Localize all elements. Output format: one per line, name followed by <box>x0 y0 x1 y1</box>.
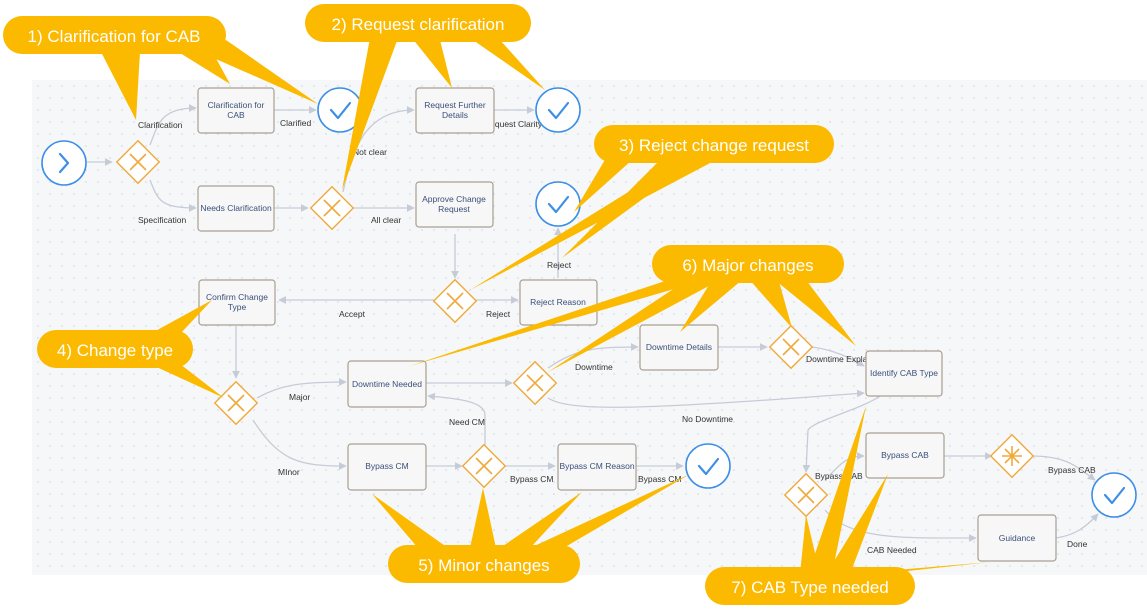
task-clarification-for-cab[interactable]: Clarification for CAB <box>197 87 275 134</box>
edge-gw1-to-needs-clarification <box>149 179 197 212</box>
callout-1-text: 1) Clarification for CAB <box>28 27 201 46</box>
label-downtime: Downtime <box>575 362 613 372</box>
label-bypass-cm-1: Bypass CM <box>510 474 553 484</box>
task-bypass-cm[interactable]: Bypass CM <box>347 443 427 491</box>
label-need-cm: Need CM <box>449 417 485 427</box>
callout-3: 3) Reject change request <box>470 125 834 290</box>
task-label: Bypass CAB <box>881 450 929 460</box>
tasks: Clarification for CAB Request Further De… <box>197 87 1057 562</box>
label-request-clarity: Request Clarity <box>484 119 543 129</box>
task-label: Identify CAB Type <box>870 368 938 378</box>
edge-guidance-to-end5 <box>1055 513 1099 539</box>
task-request-further-details[interactable]: Request Further Details <box>415 87 495 134</box>
end-event-check-icon[interactable] <box>1091 472 1137 518</box>
label-bypass-cab-1: Bypass CAB <box>815 471 863 481</box>
callout-4-text: 4) Change type <box>57 341 173 360</box>
edge-gw7-to-downtime-needed <box>427 392 486 448</box>
label-minor: MInor <box>278 467 300 477</box>
task-confirm-change-type[interactable]: Confirm Change Type <box>198 279 276 326</box>
edge-gw8-to-guidance <box>824 509 977 542</box>
end-event-check-icon[interactable] <box>317 87 363 133</box>
task-label: Request Further <box>424 100 486 110</box>
exclusive-gateway-icon[interactable] <box>309 185 355 231</box>
label-bypass-cm-2: Bypass CM <box>638 474 681 484</box>
task-label: Bypass CM <box>365 461 408 471</box>
callout-2-text: 2) Request clarification <box>332 15 505 34</box>
task-downtime-needed[interactable]: Downtime Needed <box>347 360 427 408</box>
callout-4: 4) Change type <box>37 300 224 398</box>
end-event-check-icon[interactable] <box>535 181 581 227</box>
task-label: Downtime Needed <box>352 379 422 389</box>
task-identify-cab-type[interactable]: Identify CAB Type <box>865 350 943 397</box>
edge-gw6-to-identify <box>811 346 865 367</box>
edge-gw1-to-clarification <box>149 104 197 146</box>
task-label: Downtime Details <box>646 342 712 352</box>
label-clarification: Clarification <box>138 120 183 130</box>
task-label: Needs Clarification <box>200 203 272 213</box>
task-label: Guidance <box>999 533 1036 543</box>
task-label: Clarification for <box>208 100 265 110</box>
callout-7-text: 7) CAB Type needed <box>731 578 889 597</box>
task-label: CAB <box>227 110 245 120</box>
label-downtime-expla: Downtime Expla... <box>806 354 875 364</box>
task-label: Approve Change <box>422 194 486 204</box>
task-bypass-cab[interactable]: Bypass CAB <box>865 432 945 479</box>
callout-2: 2) Request clarification <box>305 4 545 190</box>
callout-5-text: 5) Minor changes <box>418 556 549 575</box>
label-cab-needed: CAB Needed <box>867 545 917 555</box>
task-guidance[interactable]: Guidance <box>977 514 1057 562</box>
exclusive-gateway-icon[interactable] <box>213 380 259 426</box>
label-reject-top: Reject <box>547 260 572 270</box>
label-accept: Accept <box>339 309 366 319</box>
exclusive-gateway-icon[interactable] <box>512 360 558 406</box>
label-bypass-cab-2: Bypass CAB <box>1048 465 1096 475</box>
callout-6: 6) Major changes <box>410 245 856 372</box>
exclusive-gateway-icon[interactable] <box>461 443 507 489</box>
exclusive-gateway-icon[interactable] <box>115 139 161 185</box>
label-clarified: Clarified <box>280 118 311 128</box>
task-label: Type <box>228 302 247 312</box>
exclusive-gateway-icon[interactable] <box>783 472 829 518</box>
edge-gw4-to-downtime-needed <box>256 378 347 399</box>
callouts: 1) Clarification for CAB 2) Request clar… <box>3 4 990 605</box>
task-label: Reject Reason <box>530 297 586 307</box>
callout-1: 1) Clarification for CAB <box>3 16 318 120</box>
edge-identify-to-gw8 <box>802 395 881 473</box>
callout-7: 7) CAB Type needed <box>705 406 990 605</box>
end-event-check-icon[interactable] <box>535 87 581 133</box>
task-approve-change-request[interactable]: Approve Change Request <box>415 181 494 228</box>
task-label: Request <box>438 204 470 214</box>
label-not-clear: Not clear <box>353 147 387 157</box>
task-label: Confirm Change <box>206 292 268 302</box>
end-event-check-icon[interactable] <box>685 443 731 489</box>
complex-gateway-icon[interactable] <box>989 433 1035 479</box>
edge-gw9-to-end5 <box>1030 455 1096 481</box>
label-specification: Specification <box>138 215 186 225</box>
process-canvas <box>32 80 1147 575</box>
callout-3-text: 3) Reject change request <box>619 136 809 155</box>
task-label: Details <box>442 110 468 120</box>
edge-gw4-to-bypass-cm <box>252 419 347 470</box>
task-label: Bypass CM Reason <box>559 461 634 471</box>
label-major: Major <box>289 392 310 402</box>
label-reject: Reject <box>486 309 511 319</box>
events <box>41 87 1137 518</box>
exclusive-gateway-icon[interactable] <box>768 324 814 370</box>
edge-gw8-to-bypass-cab <box>824 452 865 481</box>
label-no-downtime: No Downtime <box>682 414 733 424</box>
task-needs-clarification[interactable]: Needs Clarification <box>197 185 275 232</box>
label-done: Done <box>1067 539 1088 549</box>
start-event-icon[interactable] <box>41 140 87 186</box>
task-downtime-details[interactable]: Downtime Details <box>639 324 719 371</box>
exclusive-gateway-icon[interactable] <box>432 278 478 324</box>
callout-5: 5) Minor changes <box>372 474 690 583</box>
task-bypass-cm-reason[interactable]: Bypass CM Reason <box>557 443 637 491</box>
edge-labels: Clarification Specification Clarified No… <box>138 118 1096 555</box>
gateways <box>115 139 1035 518</box>
edge-gw5-to-identify <box>547 389 865 408</box>
label-all-clear: All clear <box>371 215 401 225</box>
callout-6-text: 6) Major changes <box>682 256 813 275</box>
